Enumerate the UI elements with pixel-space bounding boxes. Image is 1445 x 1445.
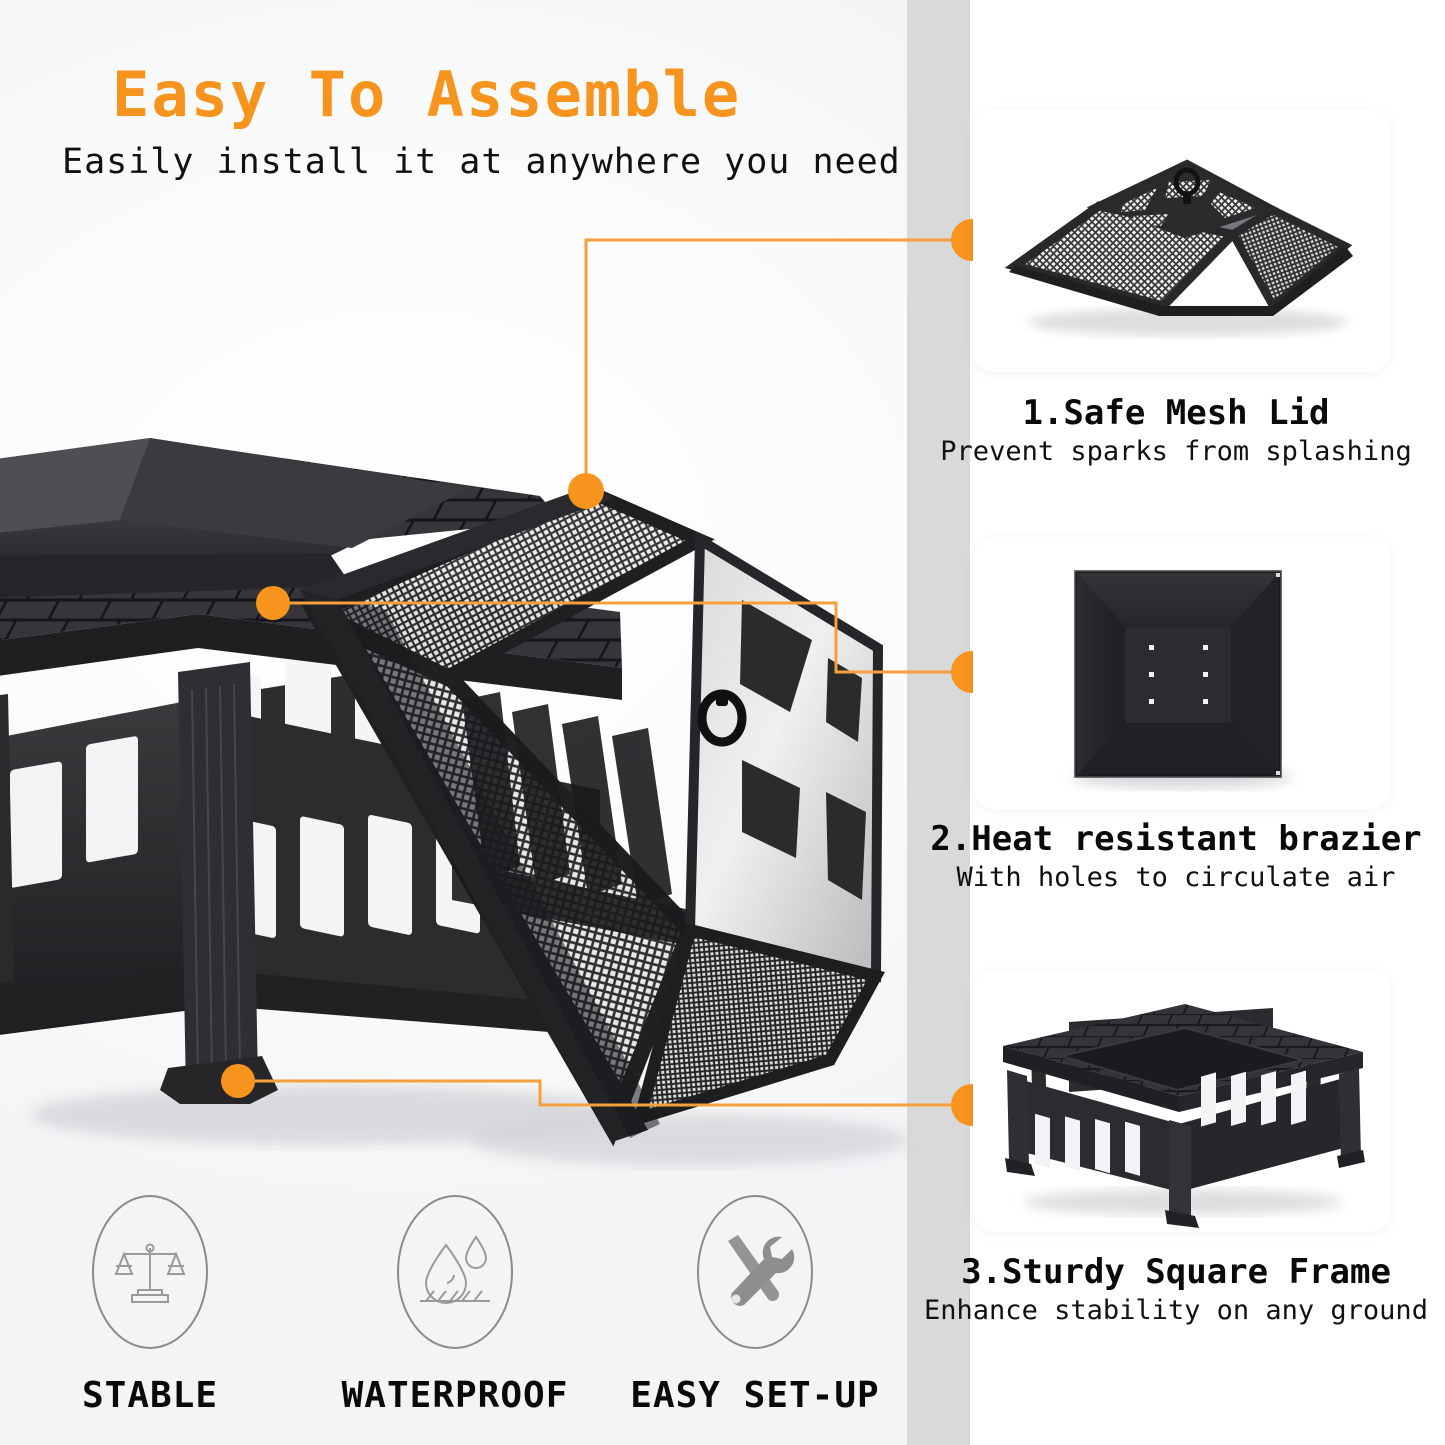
badge-ring (397, 1195, 513, 1349)
feature-card-2 (973, 537, 1391, 809)
square-frame-photo (1003, 1004, 1365, 1228)
balance-scale-icon (114, 1243, 186, 1303)
feature-2-title: 2.Heat resistant brazier (930, 819, 1422, 859)
brazier-bowl-topdown-photo (1072, 570, 1292, 789)
mesh-spark-lid-photo (1004, 159, 1353, 336)
badge-waterproof: WATERPROOF (320, 1195, 590, 1416)
badge-ring (697, 1195, 813, 1349)
badge-label: EASY SET-UP (630, 1375, 880, 1416)
wrench-screwdriver-icon (728, 1235, 795, 1306)
badge-stable: STABLE (55, 1195, 245, 1416)
water-drop-icon (420, 1235, 490, 1304)
feature-card-1 (973, 110, 1391, 372)
feature-3-subtitle: Enhance stability on any ground (924, 1295, 1428, 1326)
badge-ring (92, 1195, 208, 1349)
page-subtitle: Easily install it at anywhere you need (62, 142, 901, 182)
badge-label: STABLE (81, 1375, 219, 1416)
feature-1-title: 1.Safe Mesh Lid (1022, 393, 1330, 433)
badge-label: WATERPROOF (341, 1375, 569, 1416)
badge-easy-setup: EASY SET-UP (605, 1195, 905, 1416)
feature-1-subtitle: Prevent sparks from splashing (940, 436, 1412, 467)
page-title: Easy To Assemble (112, 58, 742, 131)
feature-card-3 (973, 970, 1391, 1232)
feature-3-title: 3.Sturdy Square Frame (961, 1252, 1391, 1292)
feature-2-subtitle: With holes to circulate air (956, 862, 1396, 893)
